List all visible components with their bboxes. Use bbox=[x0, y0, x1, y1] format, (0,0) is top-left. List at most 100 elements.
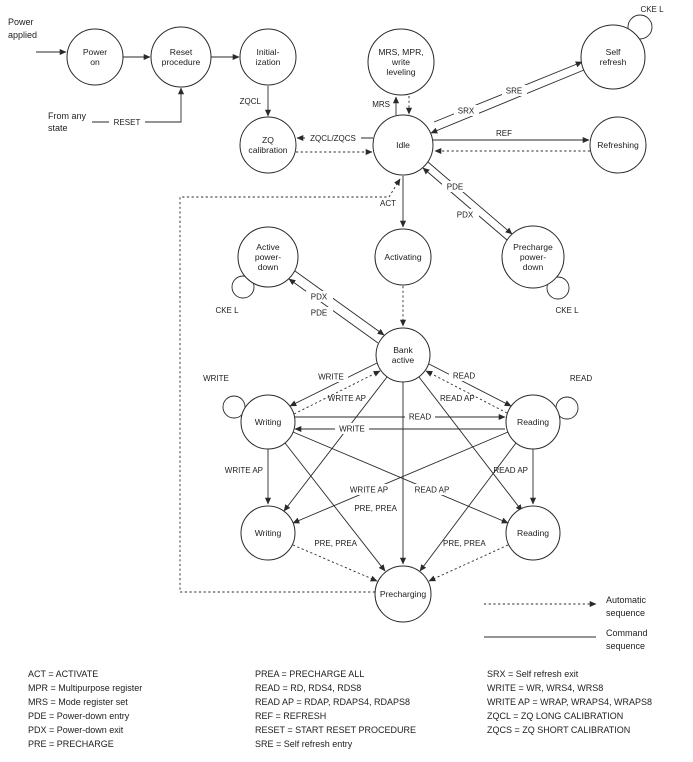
label-bg bbox=[314, 371, 348, 382]
state-zq-calibration: ZQ calibration bbox=[239, 116, 297, 174]
state-label: ZQ bbox=[262, 135, 274, 145]
edge-writing-bank-auto bbox=[293, 370, 381, 415]
state-label: MRS, MPR, bbox=[378, 47, 423, 57]
label-read-bank: READ bbox=[449, 370, 479, 381]
label-pdx-bank: PDX bbox=[306, 291, 333, 302]
glossary-item: READ AP = RDAP, RDAPS4, RDAPS8 bbox=[255, 697, 410, 707]
glossary-item: PDE = Power-down entry bbox=[28, 711, 130, 721]
label-pre-bank: PRE, PREA bbox=[354, 504, 397, 513]
state-reset-procedure: Reset procedure bbox=[150, 26, 212, 88]
transition-label: WRITE bbox=[339, 425, 365, 434]
edge-apd-bank-pdx bbox=[294, 270, 385, 336]
label-bg bbox=[408, 484, 456, 495]
state-label: leveling bbox=[386, 67, 415, 77]
label-bg bbox=[109, 116, 145, 128]
legend: Automatic sequence Command sequence bbox=[606, 595, 648, 651]
state-label: Active bbox=[256, 242, 280, 252]
power-applied-label: Power bbox=[8, 17, 34, 27]
glossary: ACT = ACTIVATE MPR = Multipurpose regist… bbox=[28, 669, 652, 749]
transition-label: READ bbox=[453, 372, 475, 381]
edge-bank-writingap bbox=[283, 376, 388, 512]
glossary-item: SRE = Self refresh entry bbox=[255, 739, 353, 749]
transition-labels: RESET ZQCL ZQCL/ZQCS MRS SRE SRX REF ACT… bbox=[109, 85, 592, 548]
state-circle bbox=[589, 116, 647, 174]
label-bg bbox=[449, 370, 479, 381]
state-idle: Idle bbox=[372, 114, 434, 176]
state-label: refresh bbox=[600, 57, 627, 67]
label-read-cross: READ bbox=[405, 411, 435, 422]
transition-label: SRE bbox=[506, 87, 522, 96]
state-circle bbox=[367, 28, 435, 96]
transition-label: PDX bbox=[457, 211, 474, 220]
state-label: Activating bbox=[384, 252, 421, 262]
state-circle bbox=[375, 327, 431, 383]
state-refreshing: Refreshing bbox=[589, 116, 647, 174]
state-label: Self bbox=[606, 47, 621, 57]
label-write-loop: WRITE bbox=[203, 374, 229, 383]
edge-selfrefresh-idle-srx bbox=[430, 69, 585, 134]
state-circle bbox=[501, 225, 565, 289]
annotations: Power applied From any state CKE L CKE L… bbox=[8, 5, 664, 315]
label-act: ACT bbox=[380, 199, 396, 208]
label-read-loop: READ bbox=[570, 374, 592, 383]
glossary-item: PREA = PRECHARGE ALL bbox=[255, 669, 364, 679]
label-pre-writing: PRE, PREA bbox=[314, 539, 357, 548]
state-circle bbox=[240, 505, 296, 561]
from-any-state-label: state bbox=[48, 123, 68, 133]
label-read-ap-down: READ AP bbox=[493, 466, 528, 475]
label-srx: SRX bbox=[454, 105, 479, 116]
state-label: ization bbox=[256, 57, 281, 67]
state-precharging: Precharging bbox=[374, 565, 432, 623]
states: Power on Reset procedure Initial- izatio… bbox=[66, 24, 647, 623]
label-write-cross: WRITE bbox=[335, 423, 369, 434]
label-bg bbox=[452, 209, 479, 220]
legend-command-label: sequence bbox=[606, 641, 645, 651]
glossary-item: ZQCL = ZQ LONG CALIBRATION bbox=[487, 711, 623, 721]
state-writing: Writing bbox=[240, 394, 296, 450]
glossary-item: ZQCS = ZQ SHORT CALIBRATION bbox=[487, 725, 630, 735]
state-activating: Activating bbox=[374, 228, 432, 286]
glossary-item: REF = REFRESH bbox=[255, 711, 326, 721]
state-self-refresh: Self refresh bbox=[580, 24, 646, 90]
state-label: Idle bbox=[396, 140, 410, 150]
label-zqcl-zqcs: ZQCL/ZQCS bbox=[305, 132, 361, 144]
state-reading: Reading bbox=[505, 394, 561, 450]
automatic-edges bbox=[179, 96, 597, 608]
glossary-item: MRS = Mode register set bbox=[28, 697, 128, 707]
label-write-ap-bank: WRITE AP bbox=[328, 394, 366, 403]
state-label: Precharge bbox=[513, 242, 553, 252]
label-pde-idle: PDE bbox=[442, 181, 469, 192]
edge-reading-bank-auto bbox=[425, 370, 508, 414]
state-precharge-power-down: Precharge power- down bbox=[501, 225, 565, 289]
edge-bank-apd-pde bbox=[288, 278, 379, 344]
state-label: Refreshing bbox=[597, 140, 639, 150]
label-bg bbox=[306, 291, 333, 302]
edge-writingap-precharging-auto bbox=[292, 544, 378, 582]
state-label: write bbox=[391, 57, 410, 67]
from-any-state-label: From any bbox=[48, 111, 87, 121]
label-sre: SRE bbox=[502, 85, 527, 96]
glossary-item: WRITE AP = WRAP, WRAPS4, WRAPS8 bbox=[487, 697, 652, 707]
transition-label: ZQCL/ZQCS bbox=[310, 134, 356, 143]
state-label: active bbox=[392, 355, 415, 365]
label-pde-bank: PDE bbox=[306, 307, 333, 318]
label-bg bbox=[454, 105, 479, 116]
state-label: Power bbox=[83, 47, 107, 57]
state-circle bbox=[505, 394, 561, 450]
loop-ppd-ckel bbox=[546, 276, 570, 300]
state-label: Writing bbox=[255, 417, 282, 427]
label-write-ap-diag: WRITE AP bbox=[344, 484, 394, 495]
state-label: Reading bbox=[517, 528, 549, 538]
state-circle bbox=[580, 24, 646, 90]
transition-label: RESET bbox=[114, 118, 141, 127]
edge-reading-writingap bbox=[292, 431, 509, 524]
state-circle bbox=[374, 565, 432, 623]
transition-label: SRX bbox=[458, 107, 475, 116]
state-circle bbox=[505, 505, 561, 561]
label-ref: REF bbox=[496, 129, 512, 138]
glossary-item: PDX = Power-down exit bbox=[28, 725, 124, 735]
label-pdx-idle: PDX bbox=[452, 209, 479, 220]
state-circle bbox=[237, 226, 299, 288]
